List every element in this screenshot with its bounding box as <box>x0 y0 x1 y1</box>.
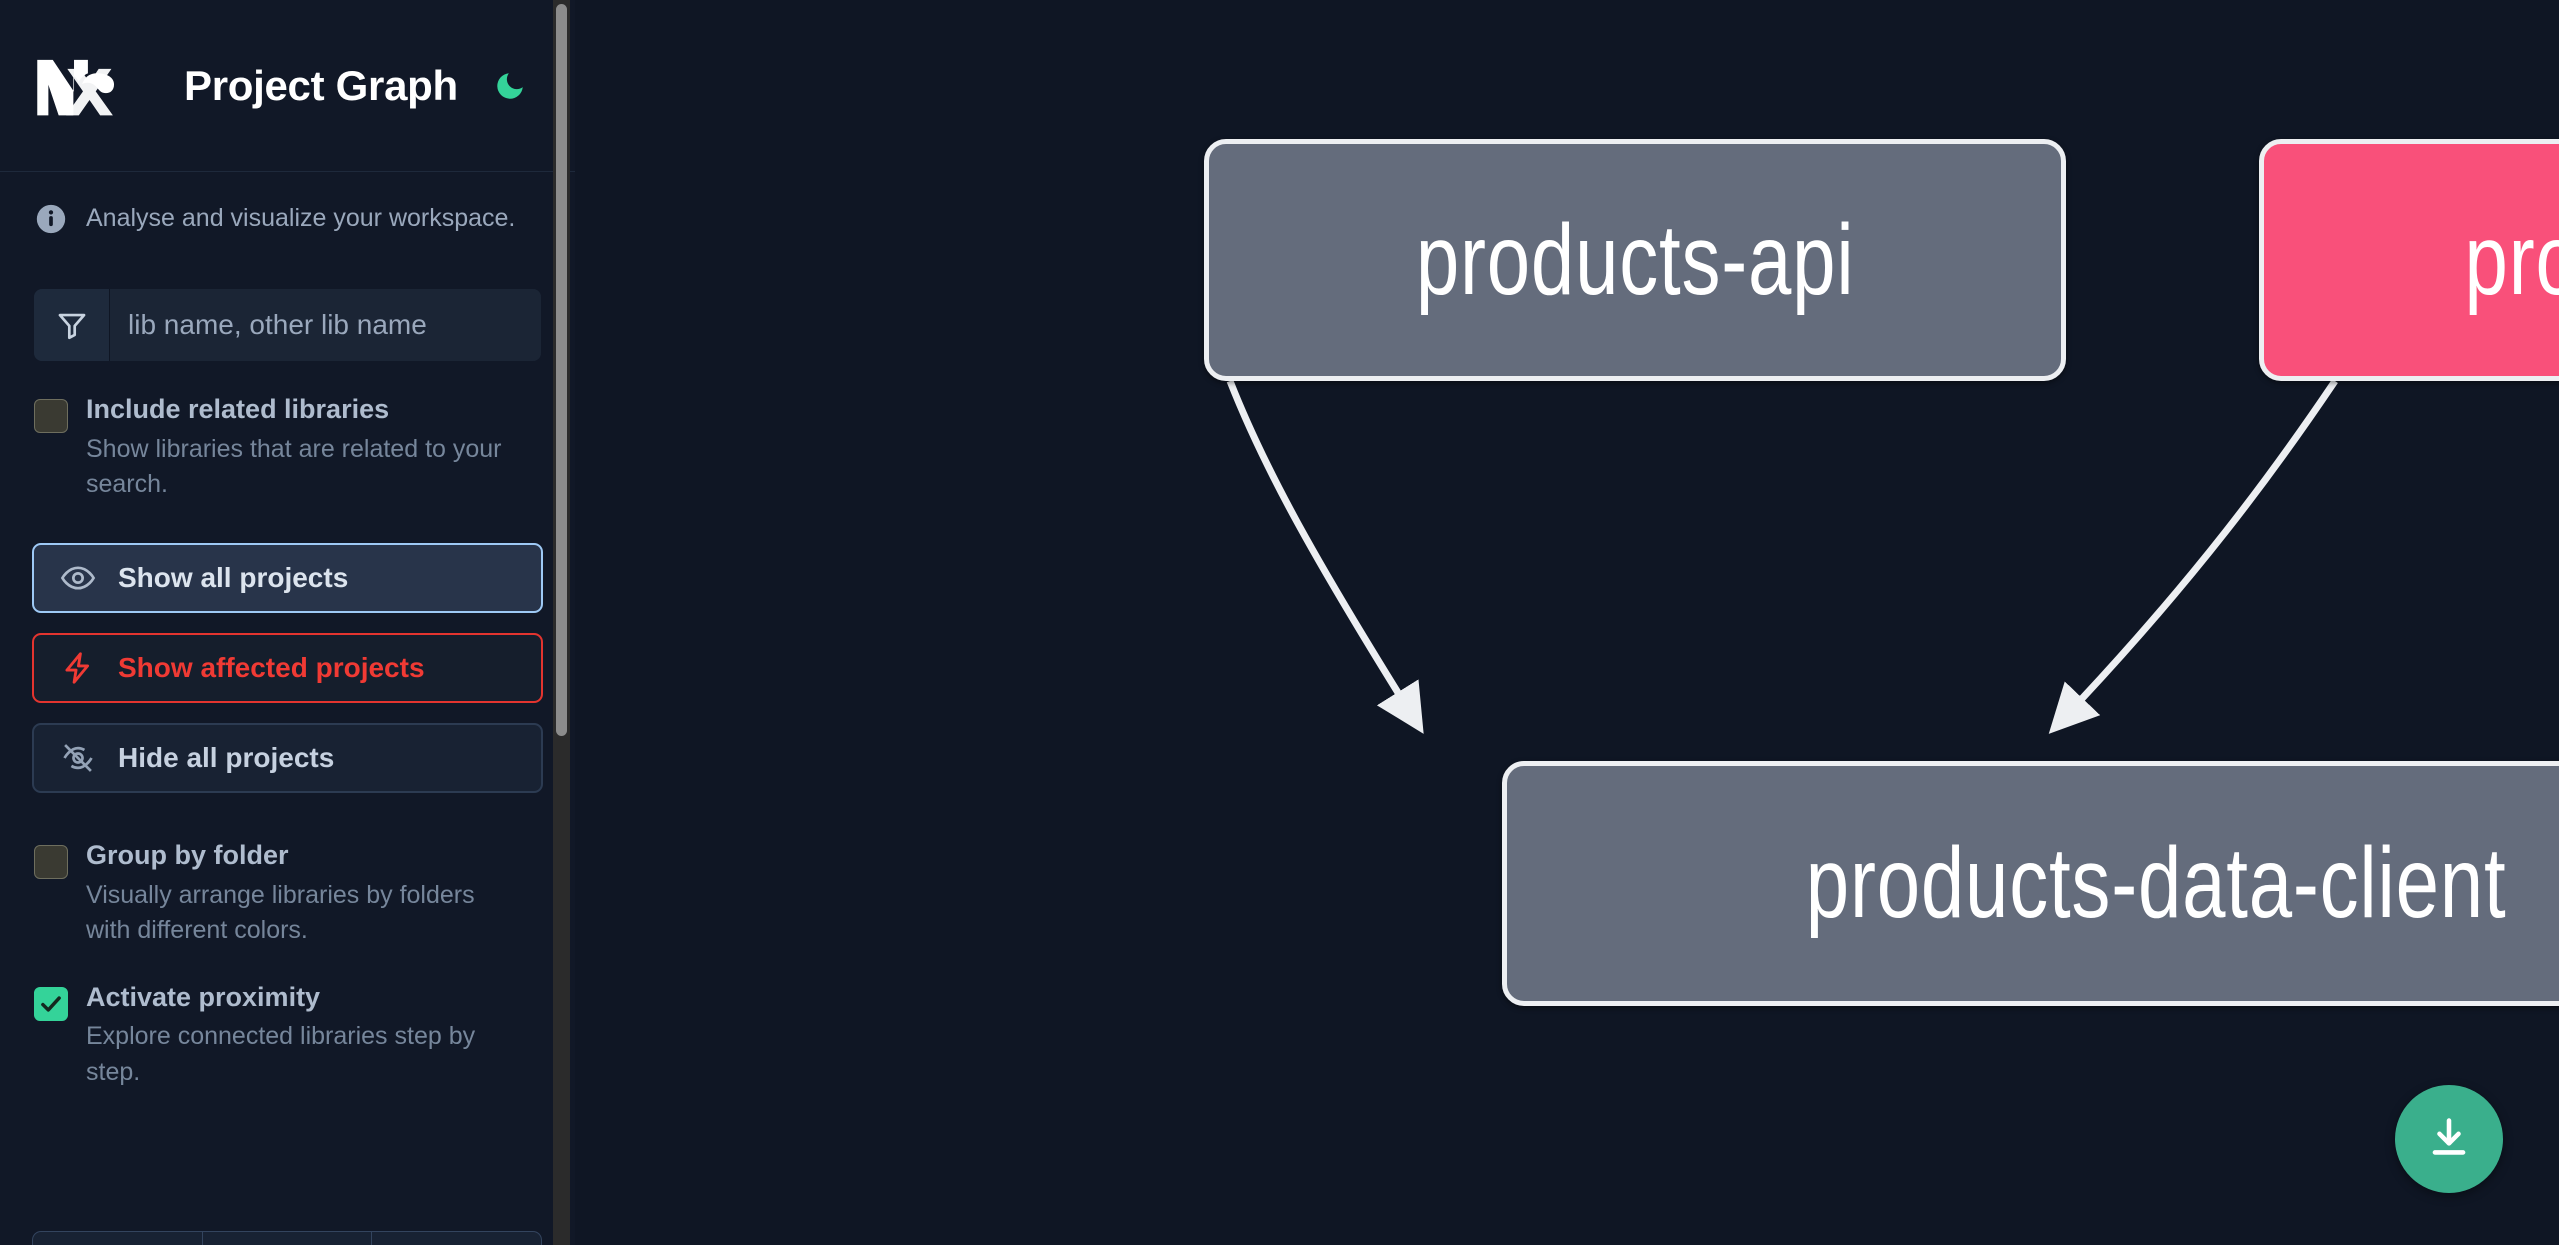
node-label: products-cli <box>2464 203 2559 316</box>
nx-logo <box>37 59 115 115</box>
check-icon <box>41 995 61 1012</box>
show-affected-projects-button[interactable]: Show affected projects <box>32 632 543 703</box>
segmented-control-partial[interactable] <box>32 1231 542 1245</box>
action-buttons: Show all projects Show affected projects… <box>0 542 575 793</box>
graph-edges <box>1226 379 2338 734</box>
sidebar-scrollbar[interactable] <box>553 0 570 1245</box>
graph-canvas[interactable]: products-api products-cli products-data-… <box>575 0 2559 1245</box>
hide-all-projects-label: Hide all projects <box>118 741 335 773</box>
show-affected-projects-label: Show affected projects <box>118 651 425 683</box>
option-label: Activate proximity <box>86 981 321 1012</box>
eye-off-icon <box>63 743 93 772</box>
edge-products-cli-to-products-data-client <box>2048 379 2338 734</box>
option-description: Visually arrange libraries by folders wi… <box>86 880 475 945</box>
segment-3[interactable] <box>372 1232 541 1245</box>
sidebar-header: Project Graph <box>0 0 575 172</box>
option-activate-proximity[interactable]: Activate proximity Explore connected lib… <box>0 981 575 1091</box>
checkbox-activate-proximity[interactable] <box>34 986 68 1021</box>
search-bar[interactable] <box>34 289 541 361</box>
sidebar-scroll-region[interactable]: Project Graph Analyse and visualize your… <box>0 0 575 1245</box>
option-label: Include related libraries <box>86 394 390 424</box>
moon-icon[interactable] <box>488 64 532 108</box>
graph-node-products-api[interactable]: products-api <box>1204 139 2066 381</box>
node-label: products-api <box>1415 203 1855 316</box>
show-all-projects-button[interactable]: Show all projects <box>32 542 543 613</box>
option-group-by-folder[interactable]: Group by folder Visually arrange librari… <box>0 839 575 949</box>
eye-icon <box>60 566 96 590</box>
download-graph-button[interactable] <box>2395 1085 2503 1193</box>
edge-products-api-to-products-data-client <box>1226 379 1424 734</box>
option-include-related-libraries[interactable]: Include related libraries Show libraries… <box>0 393 575 503</box>
checkbox-group-by-folder[interactable] <box>34 844 68 879</box>
hide-all-projects-button[interactable]: Hide all projects <box>32 722 543 793</box>
node-label: products-data-client <box>1805 827 2507 939</box>
option-description: Show libraries that are related to your … <box>86 434 502 499</box>
lightning-bolt-icon <box>65 652 90 684</box>
tagline-text: Analyse and visualize your workspace. <box>86 204 516 232</box>
segment-2[interactable] <box>203 1232 373 1245</box>
graph-node-products-data-client[interactable]: products-data-client <box>1502 761 2559 1006</box>
info-icon <box>36 204 66 233</box>
option-label: Group by folder <box>86 839 289 870</box>
page-title: Project Graph <box>184 61 458 109</box>
show-all-projects-label: Show all projects <box>118 561 349 593</box>
sidebar-tagline: Analyse and visualize your workspace. <box>0 172 575 265</box>
search-input[interactable] <box>110 289 541 361</box>
segment-1[interactable] <box>33 1232 203 1245</box>
option-description: Explore connected libraries step by step… <box>86 1022 476 1086</box>
checkbox-include-related-libraries[interactable] <box>34 399 68 433</box>
sidebar: Project Graph Analyse and visualize your… <box>0 0 575 1245</box>
filter-icon[interactable] <box>34 289 110 361</box>
download-icon <box>2432 1118 2466 1155</box>
sidebar-scrollbar-thumb[interactable] <box>556 4 567 736</box>
graph-node-products-cli[interactable]: products-cli <box>2259 139 2559 381</box>
